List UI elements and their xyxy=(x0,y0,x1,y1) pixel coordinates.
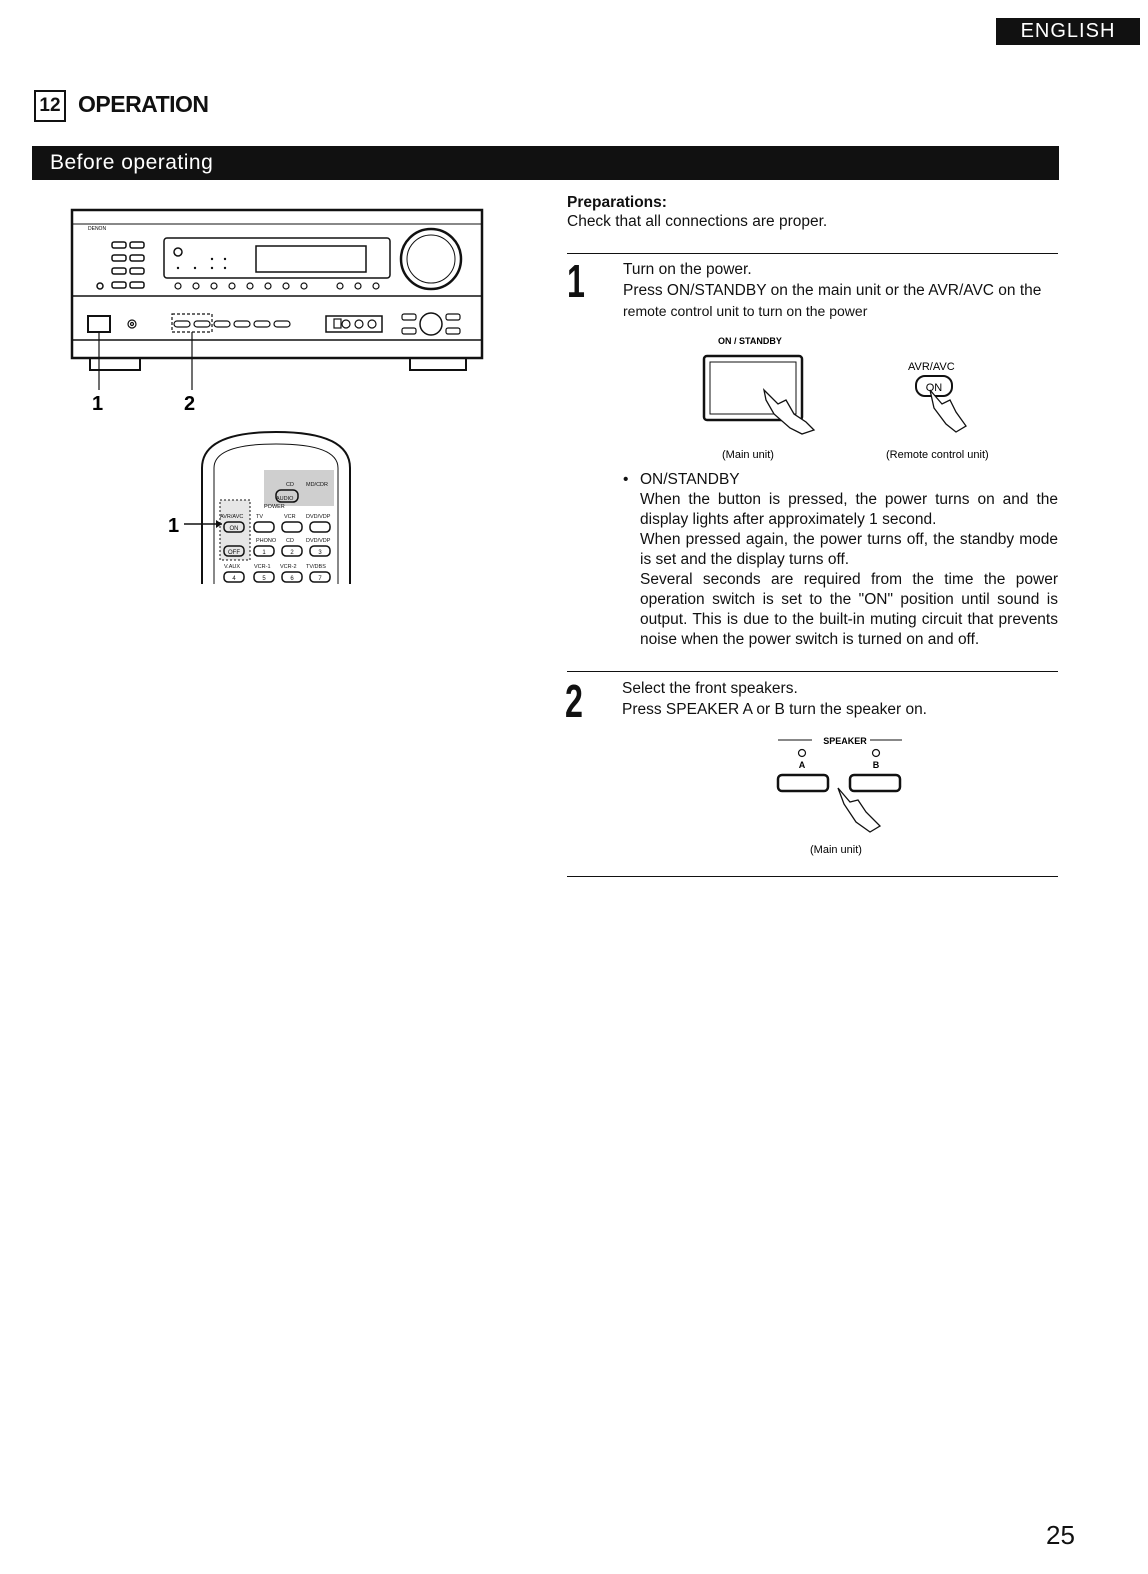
receiver-illustration: DENON xyxy=(70,208,484,415)
preparations-heading: Preparations: xyxy=(567,194,667,211)
remote-key-6: 6 xyxy=(290,576,294,582)
section-number: 12 xyxy=(34,90,66,122)
remote-label-power: POWER xyxy=(264,504,285,510)
divider xyxy=(567,876,1058,877)
bullet-paragraph-2: When pressed again, the power turns off,… xyxy=(640,531,1058,568)
bullet-title: ON/STANDBY xyxy=(640,471,740,488)
remote-label-md-cdr: MD/CDR xyxy=(306,482,328,488)
caption-remote: (Remote control unit) xyxy=(886,449,989,461)
step-1-number: 1 xyxy=(567,255,585,307)
page-number: 25 xyxy=(1046,1520,1075,1550)
divider xyxy=(567,671,1058,672)
remote-on-key: ON xyxy=(926,382,943,394)
section-title: OPERATION xyxy=(78,91,209,117)
remote-key-2: 2 xyxy=(290,550,294,556)
step-1-line-3: remote control unit to turn on the power xyxy=(623,303,868,319)
receiver-and-remote-illustration: DENON xyxy=(70,208,484,584)
label-speaker-b: B xyxy=(873,760,880,770)
callout-2: 2 xyxy=(184,393,195,415)
divider xyxy=(567,253,1058,254)
remote-key-off: OFF xyxy=(228,550,240,556)
language-tag: ENGLISH xyxy=(996,18,1140,45)
bullet-paragraph-1: When the button is pressed, the power tu… xyxy=(640,491,1058,528)
remote-label-v-aux: V.AUX xyxy=(224,564,240,570)
label-speaker: SPEAKER xyxy=(823,736,867,746)
label-on-standby: ON / STANDBY xyxy=(718,336,782,346)
remote-label-dvd-vdp: DVD/VDP xyxy=(306,514,331,520)
remote-key-7: 7 xyxy=(318,576,322,582)
remote-key-on: ON xyxy=(230,526,239,532)
remote-label-cd: CD xyxy=(286,482,294,488)
speaker-buttons-illustration: SPEAKER A B (Main unit) xyxy=(776,736,902,856)
preparations-text: Check that all connections are proper. xyxy=(567,213,828,230)
remote-label-phono: PHONO xyxy=(256,538,277,544)
remote-label-vcr2: VCR-2 xyxy=(280,564,297,570)
step-1-line-2: Press ON/STANDBY on the main unit or the… xyxy=(623,282,1042,299)
hand-icon-speaker xyxy=(837,787,882,833)
caption-main-unit: (Main unit) xyxy=(722,449,774,461)
remote-label-dvd-vdp-2: DVD/VDP xyxy=(306,538,331,544)
banner-title: Before operating xyxy=(32,146,1059,180)
remote-key-5: 5 xyxy=(262,576,266,582)
remote-label-tv-dbs: TV/DBS xyxy=(306,564,326,570)
callout-1: 1 xyxy=(92,393,103,415)
step-2-line-1: Select the front speakers. xyxy=(622,680,798,697)
remote-callout-1: 1 xyxy=(168,515,179,537)
remote-label-avr-avc: AVR/AVC xyxy=(220,514,243,520)
remote-label-vcr1: VCR-1 xyxy=(254,564,271,570)
receiver-brand: DENON xyxy=(88,226,106,232)
bullet-icon: • xyxy=(623,471,629,488)
hand-icon xyxy=(762,388,816,435)
remote-key-3: 3 xyxy=(318,550,322,556)
remote-key-1: 1 xyxy=(262,550,266,556)
step-2-line-2: Press SPEAKER A or B turn the speaker on… xyxy=(622,701,927,718)
step-1-line-1: Turn on the power. xyxy=(623,261,752,278)
remote-key-4: 4 xyxy=(232,576,236,582)
power-button-illustration: ON / STANDBY AVR/AVC ON (Main unit) (Rem… xyxy=(702,336,989,461)
step-2-number: 2 xyxy=(565,675,583,727)
remote-label-vcr: VCR xyxy=(284,514,296,520)
hand-icon-remote xyxy=(929,389,967,433)
remote-label-audio: AUDIO xyxy=(276,496,294,502)
bullet-paragraph-3: Several seconds are required from the ti… xyxy=(640,571,1058,648)
remote-label-tv: TV xyxy=(256,514,263,520)
caption-main-unit-2: (Main unit) xyxy=(810,844,862,856)
remote-control-illustration: CD MD/CDR AUDIO POWER AVR/AVC TV VCR DVD… xyxy=(168,430,351,584)
label-avr-avc: AVR/AVC xyxy=(908,361,955,373)
label-speaker-a: A xyxy=(799,760,806,770)
remote-label-cd-2: CD xyxy=(286,538,294,544)
